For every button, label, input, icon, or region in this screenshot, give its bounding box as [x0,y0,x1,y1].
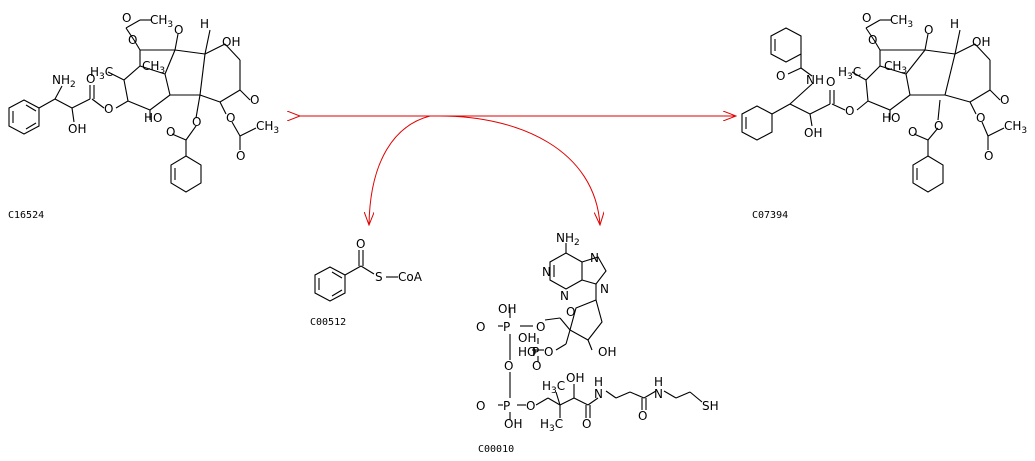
label-h: H [594,375,603,389]
label-o: O [566,305,575,319]
label-ch3: CH3 [150,13,173,30]
label-ch3: CH3 [890,13,913,30]
label-n: N [542,265,551,279]
label-n: N [594,387,603,401]
label-nh: NH [806,73,824,87]
compound-id-right: C07394 [752,210,788,221]
label-o: O [536,320,545,334]
label-o: O [104,102,113,116]
label-h: H [200,17,209,31]
label-ho: HO [518,345,536,359]
label-oh: OH [68,122,86,136]
label-ho: HO [882,111,900,125]
label-n: N [600,282,609,296]
molecule-coa: NH2 N N N N O OH O P O OH HO P O O OH O … [476,231,719,455]
label-o: O [236,149,245,163]
label-h3c: H3C [90,65,113,82]
label-o: O [862,11,871,25]
label-o: O [504,359,513,373]
label-ho: HO [144,111,162,125]
adenine-imidazole-ring [581,256,607,285]
benzoate-ring-left [170,155,202,193]
label-o: O [638,409,647,423]
label-oh: OH [222,35,240,49]
label-oh: OH [804,126,822,140]
label-o: O [826,75,835,89]
label-o: O [908,125,917,139]
label-o: O [1000,93,1009,107]
benzoate-ring-right [912,155,944,193]
label-amine: NH2 [52,73,76,90]
label-o: O [122,11,131,25]
label-o: O [128,33,137,47]
label-h: H [654,375,663,389]
label-s: S [375,270,383,284]
label-oh: OH [566,371,584,385]
label-o: O [226,111,235,125]
label-oh: OH [498,302,516,316]
label-coa: CoA [398,270,423,284]
label-h3c: H3C [540,417,563,434]
molecule-left: NH2 OH O O H3C O O CH3 O CH3 H OH HO O O… [8,11,279,221]
label-p: P [503,399,510,413]
label-oh: OH [518,331,536,345]
label-o: O [166,125,175,139]
label-o: O [476,399,485,413]
compound-id-left: C16524 [8,210,44,221]
label-o: O [532,359,541,373]
label-o: O [356,237,365,251]
label-h: H [950,17,959,31]
label-p: P [503,320,510,334]
arrow-to-coa [439,115,600,225]
label-ch3: CH3 [1004,119,1027,136]
label-o: O [776,69,785,83]
label-o: O [192,115,201,129]
label-o: O [476,320,485,334]
label-o: O [174,23,183,37]
label-o: O [544,345,553,359]
benzamide-ring-right [770,27,802,63]
molecule-benzoyl-coa: O S CoA C00512 [310,237,423,328]
label-o: O [868,33,877,47]
label-o: O [250,93,259,107]
label-p: P [532,345,539,359]
label-oh: OH [598,345,616,359]
compound-id-benzoyl-coa: C00512 [310,317,346,328]
label-oh: OH [504,417,522,431]
label-o: O [984,149,993,163]
label-ch3: CH3 [884,59,907,76]
adenine-pyrimidine-ring [549,252,583,290]
label-h3c: H3C [542,379,565,396]
label-o: O [924,23,933,37]
label-nh2: NH2 [556,231,580,248]
label-o: O [526,399,535,413]
label-sh: SH [702,399,719,413]
label-ch3: CH3 [256,119,279,136]
label-o: O [934,119,943,133]
label-o: O [845,104,854,118]
molecule-right: O NH OH O O H3C O O CH3 O CH3 H OH HO O … [741,11,1027,221]
reaction-arrows [300,116,736,225]
ribose-ring [569,299,603,341]
label-n: N [590,251,599,265]
label-o: O [86,72,95,86]
label-h3c: H3C [838,65,861,82]
label-o: O [582,417,591,431]
label-n: N [654,387,663,401]
label-ch3: CH3 [142,59,165,76]
compound-id-coa: C00010 [478,444,514,455]
arrow-to-benzoyl-coa [369,115,431,225]
label-o: O [976,111,985,125]
label-n: N [560,289,569,303]
label-oh: OH [972,35,990,49]
